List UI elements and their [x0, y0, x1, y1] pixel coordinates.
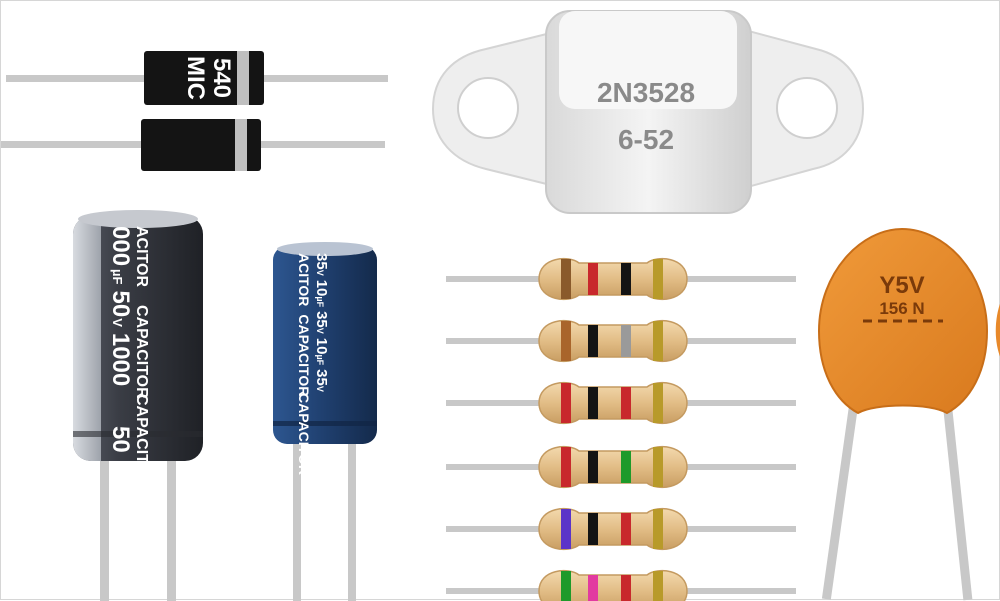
- resistor-band-2: [588, 575, 598, 601]
- cap-small-word-3: CAPACITOR: [296, 393, 312, 475]
- resistor-band-4: [653, 571, 663, 601]
- resistor-band-1: [561, 509, 571, 549]
- ceramic-body: [817, 227, 989, 415]
- resistor-band-1: [561, 259, 571, 299]
- resistor-1: [446, 257, 796, 301]
- resistor-band-1: [561, 383, 571, 423]
- svg-text:ACITORCAPACITOR: ACITORCAPACITOR: [133, 226, 150, 399]
- resistor-3: [446, 381, 796, 425]
- diode-body: [141, 119, 261, 171]
- capacitor-body: [273, 246, 377, 444]
- resistor-band-1: [561, 571, 571, 601]
- transistor: 2N3528 6-52: [431, 10, 865, 214]
- partial-ceramic-edge: [995, 304, 1000, 357]
- cap-large-value-a: 000: [107, 226, 134, 266]
- resistor-band-2: [588, 513, 598, 545]
- resistor-band-2: [588, 325, 598, 357]
- capacitor-top: [277, 242, 373, 256]
- resistor-band-2: [588, 263, 598, 295]
- resistor-band-2: [588, 387, 598, 419]
- svg-text:000µF50V1000: 000µF50V1000: [107, 226, 134, 386]
- resistor-band-1: [561, 321, 571, 361]
- resistor-stack: [446, 257, 796, 601]
- resistor-band-4: [653, 509, 663, 549]
- resistor-6: [446, 569, 796, 601]
- mounting-hole-right: [776, 77, 838, 139]
- capacitor-lead: [293, 441, 301, 601]
- ceramic-capacitor: Y5V 156 N: [817, 227, 989, 601]
- capacitor-small: ACITORCAPACITOR CAPACITOR 35V10µF35V10µF…: [273, 242, 377, 601]
- resistor-band-3: [621, 387, 631, 419]
- resistor-band-2: [588, 451, 598, 483]
- resistor-band-4: [653, 321, 663, 361]
- diode-body: [144, 51, 264, 105]
- cap-large-word-3: CAPACITOR: [133, 394, 150, 488]
- svg-text:ACITORCAPACITOR: ACITORCAPACITOR: [296, 253, 312, 396]
- resistor-2: [446, 319, 796, 363]
- resistor-band-3: [621, 263, 631, 295]
- diode-2: [1, 119, 385, 171]
- transistor-part-number: 2N3528: [597, 77, 695, 108]
- capacitor-large: 000µF50V1000 ACITORCAPACITOR CAPACITOR 5…: [73, 210, 203, 601]
- diode-cathode-band: [235, 119, 247, 171]
- ceramic-code-line1: Y5V: [879, 272, 924, 299]
- resistor-5: [446, 507, 796, 551]
- capacitor-lead: [100, 456, 109, 601]
- resistor-band-3: [621, 513, 631, 545]
- diode-marking-2: MIC: [182, 56, 209, 100]
- svg-text:35V10µF35V10µF35V: 35V10µF35V10µF35V: [313, 253, 330, 392]
- diode-cathode-band: [237, 51, 249, 105]
- cap-small-value: 35: [313, 253, 330, 270]
- resistor-band-4: [653, 259, 663, 299]
- resistor-band-3: [621, 575, 631, 601]
- ceramic-code-line2: 156 N: [879, 299, 924, 318]
- resistor-band-4: [653, 383, 663, 423]
- resistor-band-3: [621, 325, 631, 357]
- transistor-cap-top: [559, 11, 737, 109]
- resistor-band-4: [653, 447, 663, 487]
- cap-large-value-d: 50: [107, 426, 134, 453]
- diode-1: 540 MIC: [6, 51, 388, 105]
- capacitor-lead: [167, 456, 176, 601]
- capacitor-lead: [348, 441, 356, 601]
- cap-small-word-1: ACITOR: [296, 253, 312, 306]
- transistor-date-code: 6-52: [618, 124, 674, 155]
- resistor-4: [446, 445, 796, 489]
- resistor-band-1: [561, 447, 571, 487]
- capacitor-lead: [943, 405, 973, 601]
- capacitor-top: [78, 210, 198, 228]
- mounting-hole-left: [457, 77, 519, 139]
- resistor-band-3: [621, 451, 631, 483]
- diode-marking-1: 540: [208, 58, 235, 98]
- cap-large-word-1: ACITOR: [133, 226, 150, 287]
- capacitor-lead: [821, 405, 858, 600]
- capacitor-polarity-stripe: [73, 216, 101, 461]
